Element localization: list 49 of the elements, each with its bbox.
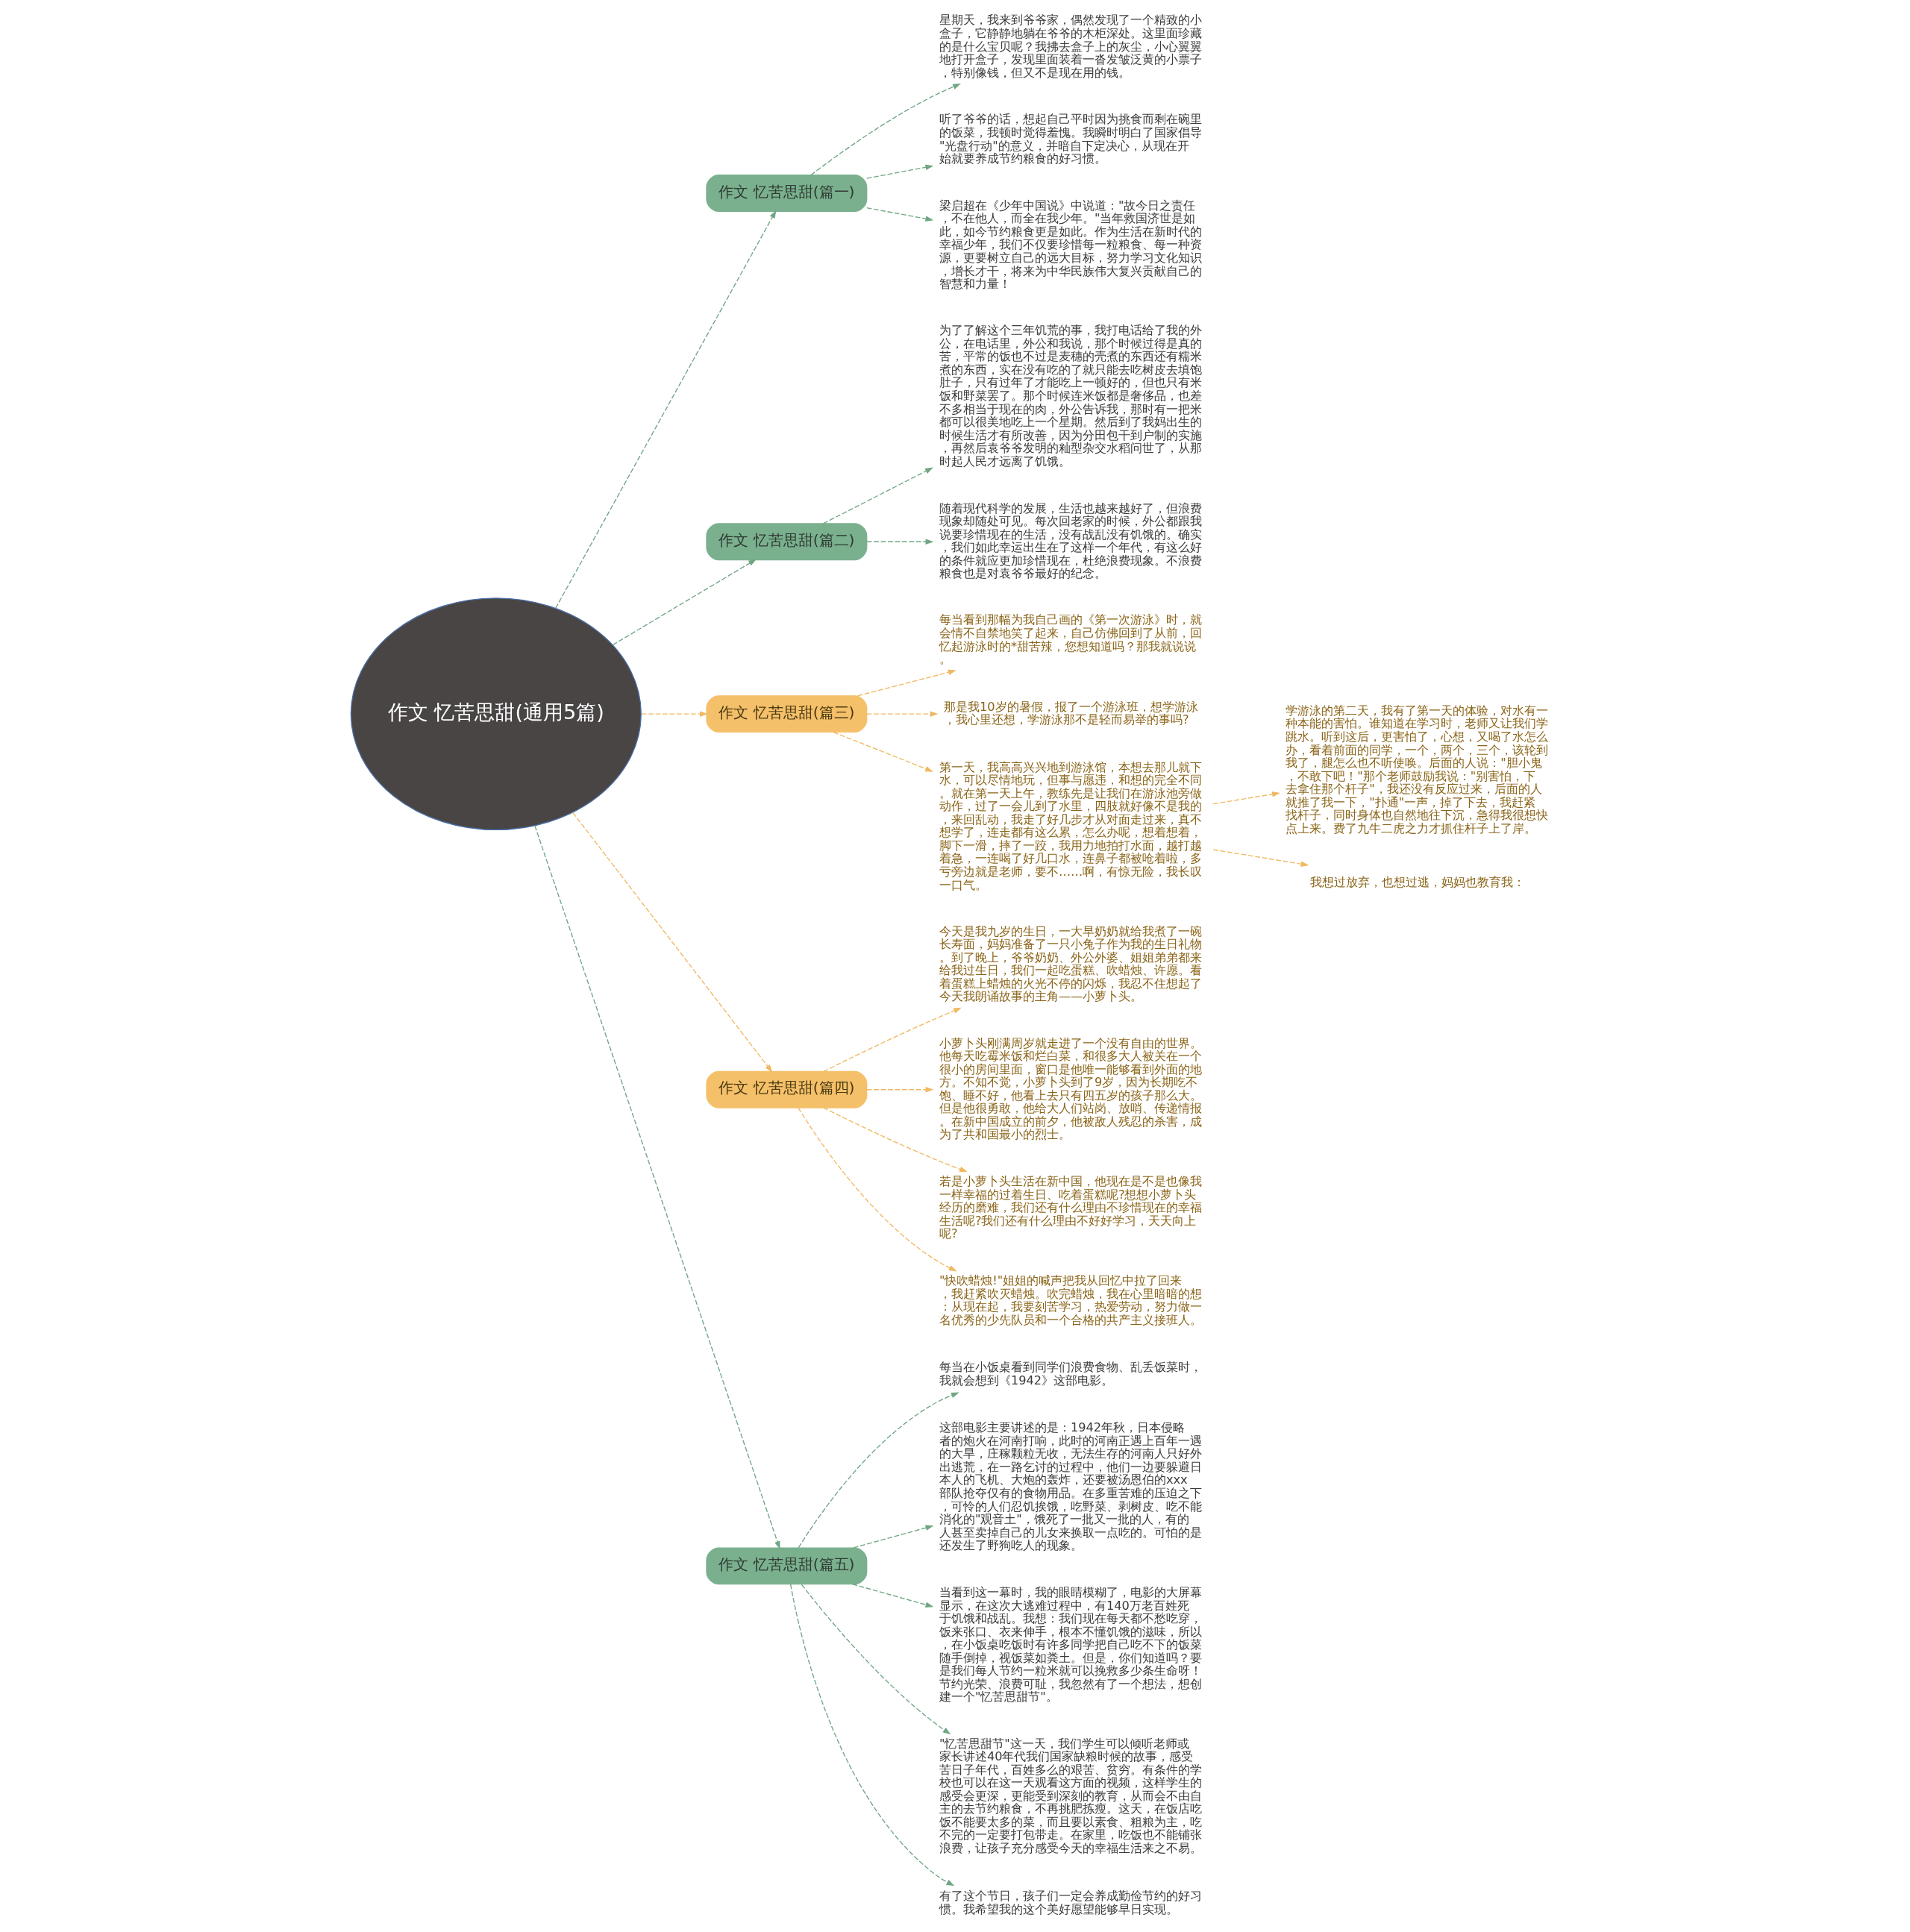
- arrow: [865, 1086, 933, 1093]
- arrow: [640, 711, 708, 717]
- arrow: [865, 539, 933, 545]
- node-text: 这部电影主要讲述的是：1942年秋，日本侵略者的炮火在河南打响，此时的河南正遇上百年一遇的大旱，庄稼颗粒无收，无法生存的河南人只好外出逃荒，在一路乞讨的过程中，他们一边要躲避日本人的飞机、大炮的轰炸，还要被汤恩伯的xxx部队抢夺仅有的食物用品。在多重苦难的压迫之下，可怜的人们忍饥挨饿，吃野菜、剥树皮、吃不能消化的"观音土"，饿死了一批又一批的人，有的人甚至卖掉自己的儿女来换取一点吃的。可怕的是还发生了野狗吃人的现象。: [939, 1420, 1202, 1553]
- node-text: 梁启超在《少年中国说》中说道："故今日之责任，不在他人，而全在我少年。"当年救国济世是如此，如今节约粮食更是如此。作为生活在新时代的幸福少年，我们不仅要珍惜每一粒粮食、每一种资源，更要树立自己的远大目标，努力学习文化知识，增长才干，将来为中华民族伟大复兴贡献自己的智慧和力量！: [939, 198, 1202, 292]
- arrow: [810, 83, 961, 176]
- node-box: 作文 忆苦思甜(篇五): [705, 1547, 867, 1585]
- arrow: [1212, 849, 1309, 867]
- node-text: 我想过放弃，也想过逃，妈妈也教育我：: [1309, 875, 1525, 890]
- node-text: 那是我10岁的暑假，报了一个游泳班，想学游泳，我心里还想，学游泳那不是轻而易举的事吗?: [943, 699, 1198, 727]
- node-text: 随着现代科学的发展，生活也越来越好了，但浪费现象却随处可见。每次回老家的时候，外公都跟我说要珍惜现在的生活，没有战乱没有饥饿的。确实，我们如此幸运出生在了这样一个年代，有这么好的条件就应更加珍惜现在，杜绝浪费现象。不浪费粮食也是对袁爷爷最好的纪念。: [939, 501, 1202, 581]
- node-box: 作文 忆苦思甜(篇二): [705, 523, 867, 561]
- node-text: "快吹蜡烛!"姐姐的喊声把我从回忆中拉了回来，我赶紧吹灭蜡烛。吹完蜡烛，我在心里暗暗的想：从现在起，我要刻苦学习，热爱劳动，努力做一名优秀的少先队员和一个合格的共产主义接班人。: [939, 1273, 1202, 1327]
- node-text: 每当看到那幅为我自己画的《第一次游泳》时，就会情不自禁地笑了起来，自己仿佛回到了从前，回忆起游泳时的*甜苦辣，您想知道吗？那我就说说。: [939, 612, 1202, 667]
- arrow: [798, 1392, 959, 1549]
- node-text: "忆苦思甜节"这一天，我们学生可以倾听老师或家长讲述40年代我们国家缺粮时候的故事，感受苦日子年代，百姓多么的艰苦、贫穷。有条件的学校也可以在这一天观看这方面的视频，这样学生的感受会更深，更能受到深刻的教育，从而会不由自主的去节约粮食，不再挑肥拣瘦。这天，在饭店吃饭不能要太多的菜，而且要以素食、粗粮为主，吃不完的一定要打包带走。在家里，吃饭也不能铺张浪费，让孩子充分感受今天的幸福生活来之不易。: [939, 1736, 1202, 1855]
- arrow: [612, 559, 757, 646]
- node-text: 为了了解这个三年饥荒的事，我打电话给了我的外公，在电话里，外公和我说，那个时候过得是真的苦，平常的饭也不过是麦穗的壳煮的东西还有糯米煮的东西，实在没有吃的了就只能去吃树皮去填饱肚子，只有过年了才能吃上一顿好的，但也只有米饭和野菜罢了。那个时候连米饭都是奢侈品，也差不多相当于现在的肉，外公告诉我，那时有一把米都可以很美地吃上一个星期。然后到了我妈出生的时候生活才有所改善，因为分田包干到户制的实施，再然后袁爷爷发明的籼型杂交水稻问世了，从那时起人民才远离了饥饿。: [939, 323, 1202, 468]
- node-box: 作文 忆苦思甜(篇四): [705, 1070, 867, 1108]
- arrow: [797, 1107, 957, 1272]
- arrow: [852, 1525, 933, 1549]
- node-text: 今天是我九岁的生日，一大早奶奶就给我煮了一碗长寿面，妈妈准备了一只小兔子作为我的生日礼物。到了晚上，爷爷奶奶、外公外婆、姐姐弟弟都来给我过生日，我们一起吃蛋糕、吹蜡烛、许愿。看着蛋糕上蜡烛的火光不停的闪烁，我忍不住想起了今天我朗诵故事的主角——小萝卜头。: [939, 923, 1202, 1004]
- node-text: 每当在小饭桌看到同学们浪费食物、乱丢饭菜时，我就会想到《1942》这部电影。: [939, 1360, 1202, 1387]
- node-box: 作文 忆苦思甜(篇三): [705, 695, 867, 733]
- node-text: 星期天，我来到爷爷家，偶然发现了一个精致的小盒子，它静静地躺在爷爷的木柜深处。这里面珍藏的是什么宝贝呢？我拂去盒子上的灰尘，小心翼翼地打开盒子，发现里面装着一沓发皱泛黄的小票子，特别像钱，但又不是现在用的钱。: [939, 13, 1202, 80]
- node-text: 若是小萝卜头生活在新中国，他现在是不是也像我一样幸福的过着生日、吃着蛋糕呢?想想小萝卜头经历的磨难，我们还有什么理由不珍惜现在的幸福生活呢?我们还有什么理由不好好学习，天天向上呢?: [939, 1174, 1202, 1241]
- node-ellipse: 作文 忆苦思甜(通用5篇): [350, 598, 642, 831]
- arrow: [851, 1584, 933, 1608]
- node-text: 有了这个节日，孩子们一定会养成勤俭节约的好习惯。我希望我的这个美好愿望能够早日实现。: [939, 1889, 1202, 1916]
- arrow: [865, 164, 933, 179]
- arrow: [857, 669, 956, 697]
- node-text: 听了爷爷的话，想起自己平时因为挑食而剩在碗里的饭菜，我顿时觉得羞愧。我瞬时明白了国家倡导"光盘行动"的意义，并暗自下定决心，从现在开始就要养成节约粮食的好习惯。: [939, 112, 1202, 166]
- arrow: [1212, 791, 1280, 805]
- arrow: [822, 1107, 968, 1173]
- node-text: 第一天，我高高兴兴地到游泳馆，本想去那儿就下水，可以尽情地玩，但事与愿违，和想的完全不同。就在第一天上午，教练先是让我们在游泳池旁做动作，过了一会儿到了水里，四肢就好像不是我的，来回乱动，我走了好几步才从对面走过来，真不想学了，连走都有这么累，怎么办呢，想着想着，脚下一滑，摔了一跤，我用力地拍打水面，越打越着急，一连喝了好几口水，连鼻子都被呛着啦，多亏旁边就是老师，要不……啊，有惊无险，我长叹一口气。: [939, 759, 1202, 892]
- arrow: [533, 825, 780, 1549]
- node-box: 作文 忆苦思甜(篇一): [705, 175, 867, 213]
- node-text: 当看到这一幕时，我的眼睛模糊了，电影的大屏幕显示，在这次大逃难过程中，有140万老百姓死于饥饿和战乱。我想：我们现在每天都不愁吃穿，饭来张口、衣来伸手，根本不懂饥饿的滋味，所以，在小饭桌吃饭时有许多同学把自己吃不下的饭菜随手倒掉，视饭菜如粪土。但是，你们知道吗？要是我们每人节约一粒米就可以挽救多少条生命呀！节约光荣、浪费可耻，我忽然有了一个想法，想创建一个"忆苦思甜节"。: [939, 1585, 1202, 1704]
- arrow: [822, 467, 933, 524]
- arrow: [833, 731, 933, 772]
- node-text: 小萝卜头刚满周岁就走进了一个没有自由的世界。他每天吃霉米饭和烂白菜，和很多大人被关在一个很小的房间里面，窗口是他唯一能够看到外面的地方。不知不觉，小萝卜头到了9岁，因为长期吃不饱、睡不好，他看上去只有四五岁的孩子那么大。但是他很勇敢，他给大人们站岗、放哨、传递情报。在新中国成立的前夕，他被敌人残忍的杀害，成为了共和国最小的烈士。: [939, 1035, 1202, 1142]
- arrow: [865, 207, 933, 222]
- arrow: [789, 1584, 954, 1886]
- arrow: [865, 711, 939, 717]
- node-text: 学游泳的第二天，我有了第一天的体验，对水有一种本能的害怕。谁知道在学习时，老师又让我们学跳水。听到这后，更害怕了，心想，又喝了水怎么办，看着前面的同学，一个，两个，三个，该轮到我了，腿怎么也不听使唤。后面的人说："胆小鬼，不敢下吧！"那个老师鼓励我说："别害怕，下去拿住那个杆子"，我还没有反应过来，后面的人就推了我一下，"扑通"一声，掉了下去，我赶紧找杆子，同时身体也自然地往下沉，急得我很想快点上来。费了九牛二虎之力才抓住杆子上了岸。: [1285, 703, 1548, 835]
- arrow: [554, 210, 776, 609]
- arrow: [822, 1007, 962, 1073]
- arrow: [801, 1584, 951, 1735]
- arrow: [572, 812, 772, 1073]
